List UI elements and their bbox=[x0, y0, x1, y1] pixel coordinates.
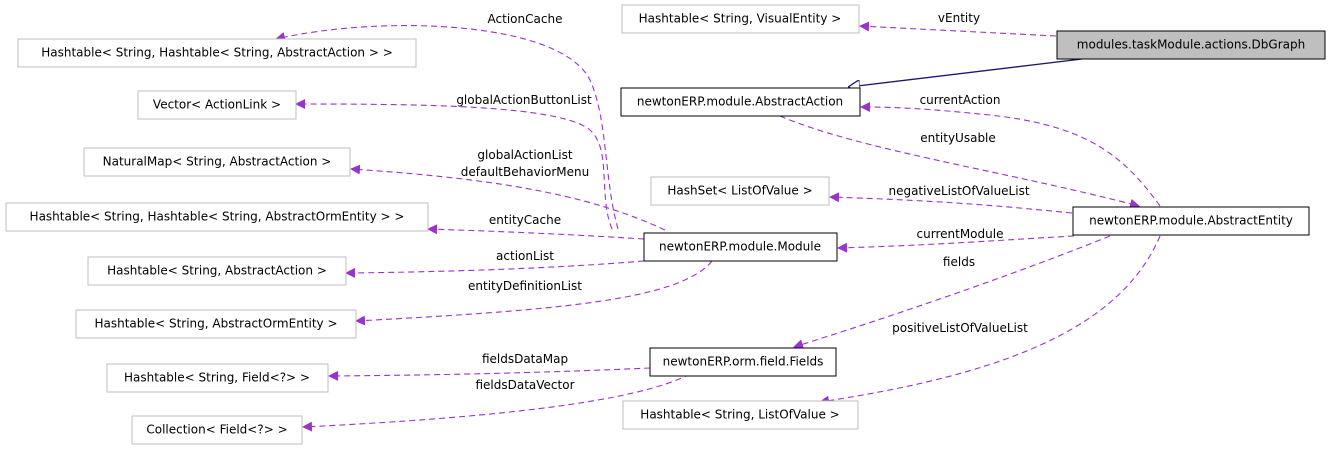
node-vector-actionlink[interactable]: Vector< ActionLink > bbox=[137, 90, 297, 120]
label-fieldsdatamap: fieldsDataMap bbox=[482, 352, 568, 366]
label-defaultbehaviormenu: defaultBehaviorMenu bbox=[461, 165, 589, 179]
node-module-label: newtonERP.module.Module bbox=[659, 240, 821, 254]
edge-fieldsdatavector bbox=[302, 373, 691, 432]
node-fields[interactable]: newtonERP.orm.field.Fields bbox=[649, 347, 837, 377]
node-ht-action[interactable]: Hashtable< String, AbstractAction > bbox=[87, 256, 347, 286]
label-entitycache: entityCache bbox=[489, 213, 561, 227]
edge-ventity bbox=[859, 21, 1057, 37]
label-actionlist: actionList bbox=[496, 249, 554, 263]
label-ventity: vEntity bbox=[938, 11, 980, 25]
edge-entitydefinitionlist bbox=[355, 260, 713, 326]
node-dbgraph[interactable]: modules.taskModule.actions.DbGraph bbox=[1056, 30, 1326, 60]
node-hashset-lov-label: HashSet< ListOfValue > bbox=[667, 184, 812, 198]
node-naturalmap-label: NaturalMap< String, AbstractAction > bbox=[103, 155, 332, 169]
label-globalactionlist: globalActionList bbox=[477, 148, 572, 162]
node-ht-lov[interactable]: Hashtable< String, ListOfValue > bbox=[622, 400, 859, 430]
edge-actioncache bbox=[275, 25, 619, 230]
node-naturalmap[interactable]: NaturalMap< String, AbstractAction > bbox=[83, 147, 351, 177]
edge-actionlist bbox=[345, 260, 645, 278]
edge-fieldsdatamap bbox=[328, 367, 651, 381]
node-ht-ht-ormentity-label: Hashtable< String, Hashtable< String, Ab… bbox=[30, 210, 405, 224]
label-currentaction: currentAction bbox=[920, 93, 1001, 107]
edge-globalactionbuttonlist bbox=[295, 99, 613, 230]
node-ht-visualentity-label: Hashtable< String, VisualEntity > bbox=[639, 12, 842, 26]
node-abstractentity-label: newtonERP.module.AbstractEntity bbox=[1089, 214, 1293, 228]
node-ht-field[interactable]: Hashtable< String, Field<?> > bbox=[106, 363, 329, 393]
node-ht-field-label: Hashtable< String, Field<?> > bbox=[124, 371, 310, 385]
node-ht-ht-action-label: Hashtable< String, Hashtable< String, Ab… bbox=[41, 46, 393, 60]
edge-currentaction bbox=[860, 102, 1161, 207]
node-dbgraph-label: modules.taskModule.actions.DbGraph bbox=[1077, 38, 1305, 52]
node-ht-ht-action[interactable]: Hashtable< String, Hashtable< String, Ab… bbox=[17, 38, 417, 68]
label-globalactionbuttonlist: globalActionButtonList bbox=[456, 93, 592, 107]
label-actioncache: ActionCache bbox=[488, 12, 563, 26]
edge-entitycache bbox=[427, 224, 645, 240]
node-ht-ormentity-label: Hashtable< String, AbstractOrmEntity > bbox=[94, 317, 337, 331]
node-collection-field[interactable]: Collection< Field<?> > bbox=[131, 415, 303, 445]
label-entityusable: entityUsable bbox=[920, 131, 996, 145]
label-fieldsdatavector: fieldsDataVector bbox=[475, 378, 574, 392]
node-abstractaction-label: newtonERP.module.AbstractAction bbox=[637, 95, 843, 109]
node-abstractaction[interactable]: newtonERP.module.AbstractAction bbox=[620, 87, 861, 117]
label-entitydefinitionlist: entityDefinitionList bbox=[468, 279, 582, 293]
label-fields: fields bbox=[943, 255, 975, 269]
node-ht-lov-label: Hashtable< String, ListOfValue > bbox=[640, 408, 839, 422]
node-ht-ormentity[interactable]: Hashtable< String, AbstractOrmEntity > bbox=[75, 309, 357, 339]
node-abstractentity[interactable]: newtonERP.module.AbstractEntity bbox=[1072, 206, 1310, 236]
node-hashset-lov[interactable]: HashSet< ListOfValue > bbox=[650, 176, 830, 206]
node-fields-label: newtonERP.orm.field.Fields bbox=[663, 355, 824, 369]
label-positivelistofvaluelist: positiveListOfValueList bbox=[892, 321, 1028, 335]
edge-negativelistofvaluelist bbox=[829, 192, 1073, 214]
edge-globalactionlist bbox=[350, 164, 666, 231]
node-ht-visualentity[interactable]: Hashtable< String, VisualEntity > bbox=[621, 4, 860, 34]
node-ht-action-label: Hashtable< String, AbstractAction > bbox=[107, 264, 327, 278]
node-collection-field-label: Collection< Field<?> > bbox=[146, 423, 287, 437]
node-ht-ht-ormentity[interactable]: Hashtable< String, Hashtable< String, Ab… bbox=[5, 202, 429, 232]
edge-positivelistofvaluelist bbox=[819, 235, 1161, 406]
node-module[interactable]: newtonERP.module.Module bbox=[643, 232, 838, 262]
label-currentmodule: currentModule bbox=[917, 227, 1004, 241]
edge-entityusable bbox=[779, 115, 1140, 209]
node-vector-actionlink-label: Vector< ActionLink > bbox=[153, 98, 281, 112]
edge-inheritance-dbgraph-abstractaction bbox=[849, 58, 1083, 87]
label-negativelistofvaluelist: negativeListOfValueList bbox=[888, 184, 1029, 198]
